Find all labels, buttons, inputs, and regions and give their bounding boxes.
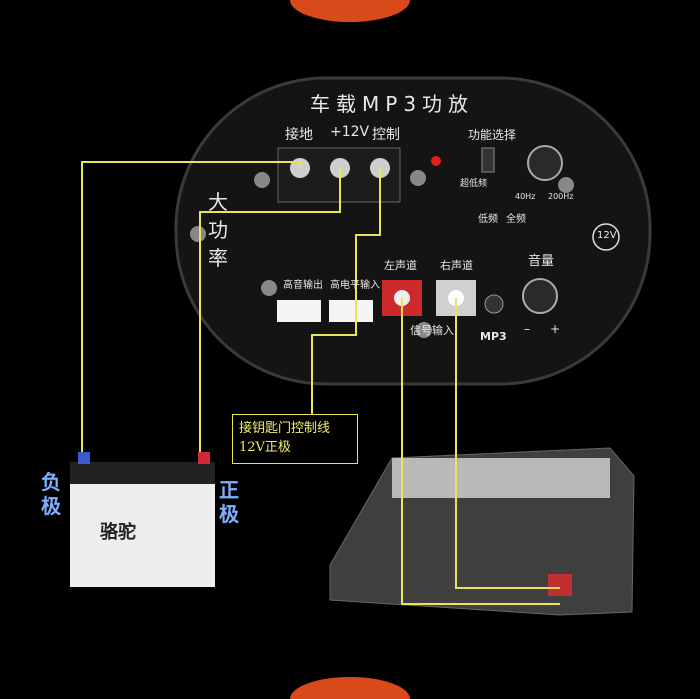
control-wire xyxy=(311,168,381,414)
speaker-bottom xyxy=(290,677,410,699)
freq-40hz-label: 40Hz xyxy=(515,192,536,201)
function-select-label: 功能选择 xyxy=(468,128,517,142)
high-power-label: 大功率 xyxy=(208,190,228,270)
full-range-label: 全频 xyxy=(506,214,526,225)
speaker-top xyxy=(290,0,410,22)
bass-mode-label: 低频 xyxy=(478,214,498,225)
ground-wire xyxy=(81,161,301,452)
annotation-line-1: 接钥匙门控制线 xyxy=(239,421,331,436)
mp3-jack xyxy=(484,294,504,314)
left-signal-wire xyxy=(401,298,560,605)
high-level-input-label: 高电平输入 xyxy=(330,280,380,291)
negative-pole-label: 负极 xyxy=(41,470,61,518)
terminal-label-ground: 接地 xyxy=(285,127,313,143)
battery-brand: 骆驼 xyxy=(100,522,136,543)
mp3-label: MP3 xyxy=(480,330,507,343)
signal-input-label: 信号输入 xyxy=(410,324,454,337)
volume-plus: + xyxy=(550,322,561,336)
super-bass-label: 超低频 xyxy=(460,179,488,189)
screws xyxy=(190,170,574,338)
high-level-input-connector xyxy=(329,300,373,322)
12v-wire xyxy=(199,168,341,452)
amp-panel xyxy=(174,76,652,386)
terminal-label-12v: +12V xyxy=(330,124,370,140)
power-led xyxy=(431,156,441,166)
right-channel-label: 右声道 xyxy=(440,259,473,272)
annotation-line-2: 12V正极 xyxy=(239,440,291,455)
right-signal-wire xyxy=(455,298,560,589)
amp-title: 车载MP3功放 xyxy=(310,92,475,116)
volume-minus: – xyxy=(524,322,530,336)
voltage-badge: 12V xyxy=(597,230,617,241)
volume-knob[interactable] xyxy=(522,278,558,314)
left-channel-label: 左声道 xyxy=(384,259,417,272)
mode-switch[interactable] xyxy=(481,147,495,173)
terminal-label-control: 控制 xyxy=(372,127,400,143)
voltage-badge-ring xyxy=(592,223,620,251)
battery-positive-terminal xyxy=(198,452,210,464)
tweeter-output-label: 高音输出 xyxy=(283,280,323,291)
stereo-rca-out xyxy=(548,574,572,596)
key-switch-annotation: 接钥匙门控制线 12V正极 xyxy=(232,414,358,464)
function-knob[interactable] xyxy=(527,145,563,181)
volume-label: 音量 xyxy=(528,254,555,269)
tweeter-output-connector xyxy=(277,300,321,322)
freq-200hz-label: 200Hz xyxy=(548,192,574,201)
battery-negative-terminal xyxy=(78,452,90,464)
positive-pole-label: 正极 xyxy=(219,478,239,526)
